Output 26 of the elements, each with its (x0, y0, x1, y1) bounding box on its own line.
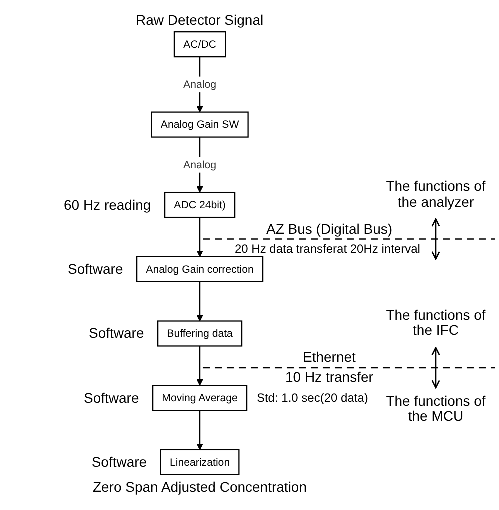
side-note: 60 Hz reading (64, 198, 152, 213)
bus-label: AZ Bus (Digital Bus) (266, 222, 393, 238)
arrow (196, 282, 204, 322)
process-box: Buffering data (157, 320, 243, 347)
side-note: Std: 1.0 sec(20 data) (256, 392, 368, 405)
process-box: ADC 24bit) (164, 192, 236, 218)
input-label: Raw Detector Signal (136, 12, 264, 28)
side-note: Software (84, 390, 140, 406)
process-box: Analog Gain SW (151, 112, 249, 138)
output-label: Zero Span Adjusted Concentration (92, 480, 307, 496)
function-label: The functions of the analyzer (385, 179, 487, 210)
bus-label: 10 Hz transfer (285, 370, 374, 386)
bus-label: Ethernet (302, 350, 356, 366)
arrow (196, 410, 204, 450)
process-box: Moving Average (152, 385, 248, 412)
side-note: Software (89, 326, 144, 342)
side-note: Software (68, 262, 124, 278)
bus-label: 20 Hz data transferat 20Hz interval (234, 242, 420, 256)
arrow (196, 218, 204, 258)
side-note: Software (92, 454, 148, 470)
function-label: The functions of the IFC (385, 308, 487, 339)
process-box: AC/DC (174, 32, 226, 58)
process-box: Analog Gain correction (136, 256, 264, 282)
arrow (196, 346, 204, 386)
function-label: The functions of the MCU (385, 394, 487, 425)
process-box: Linearization (160, 449, 240, 476)
